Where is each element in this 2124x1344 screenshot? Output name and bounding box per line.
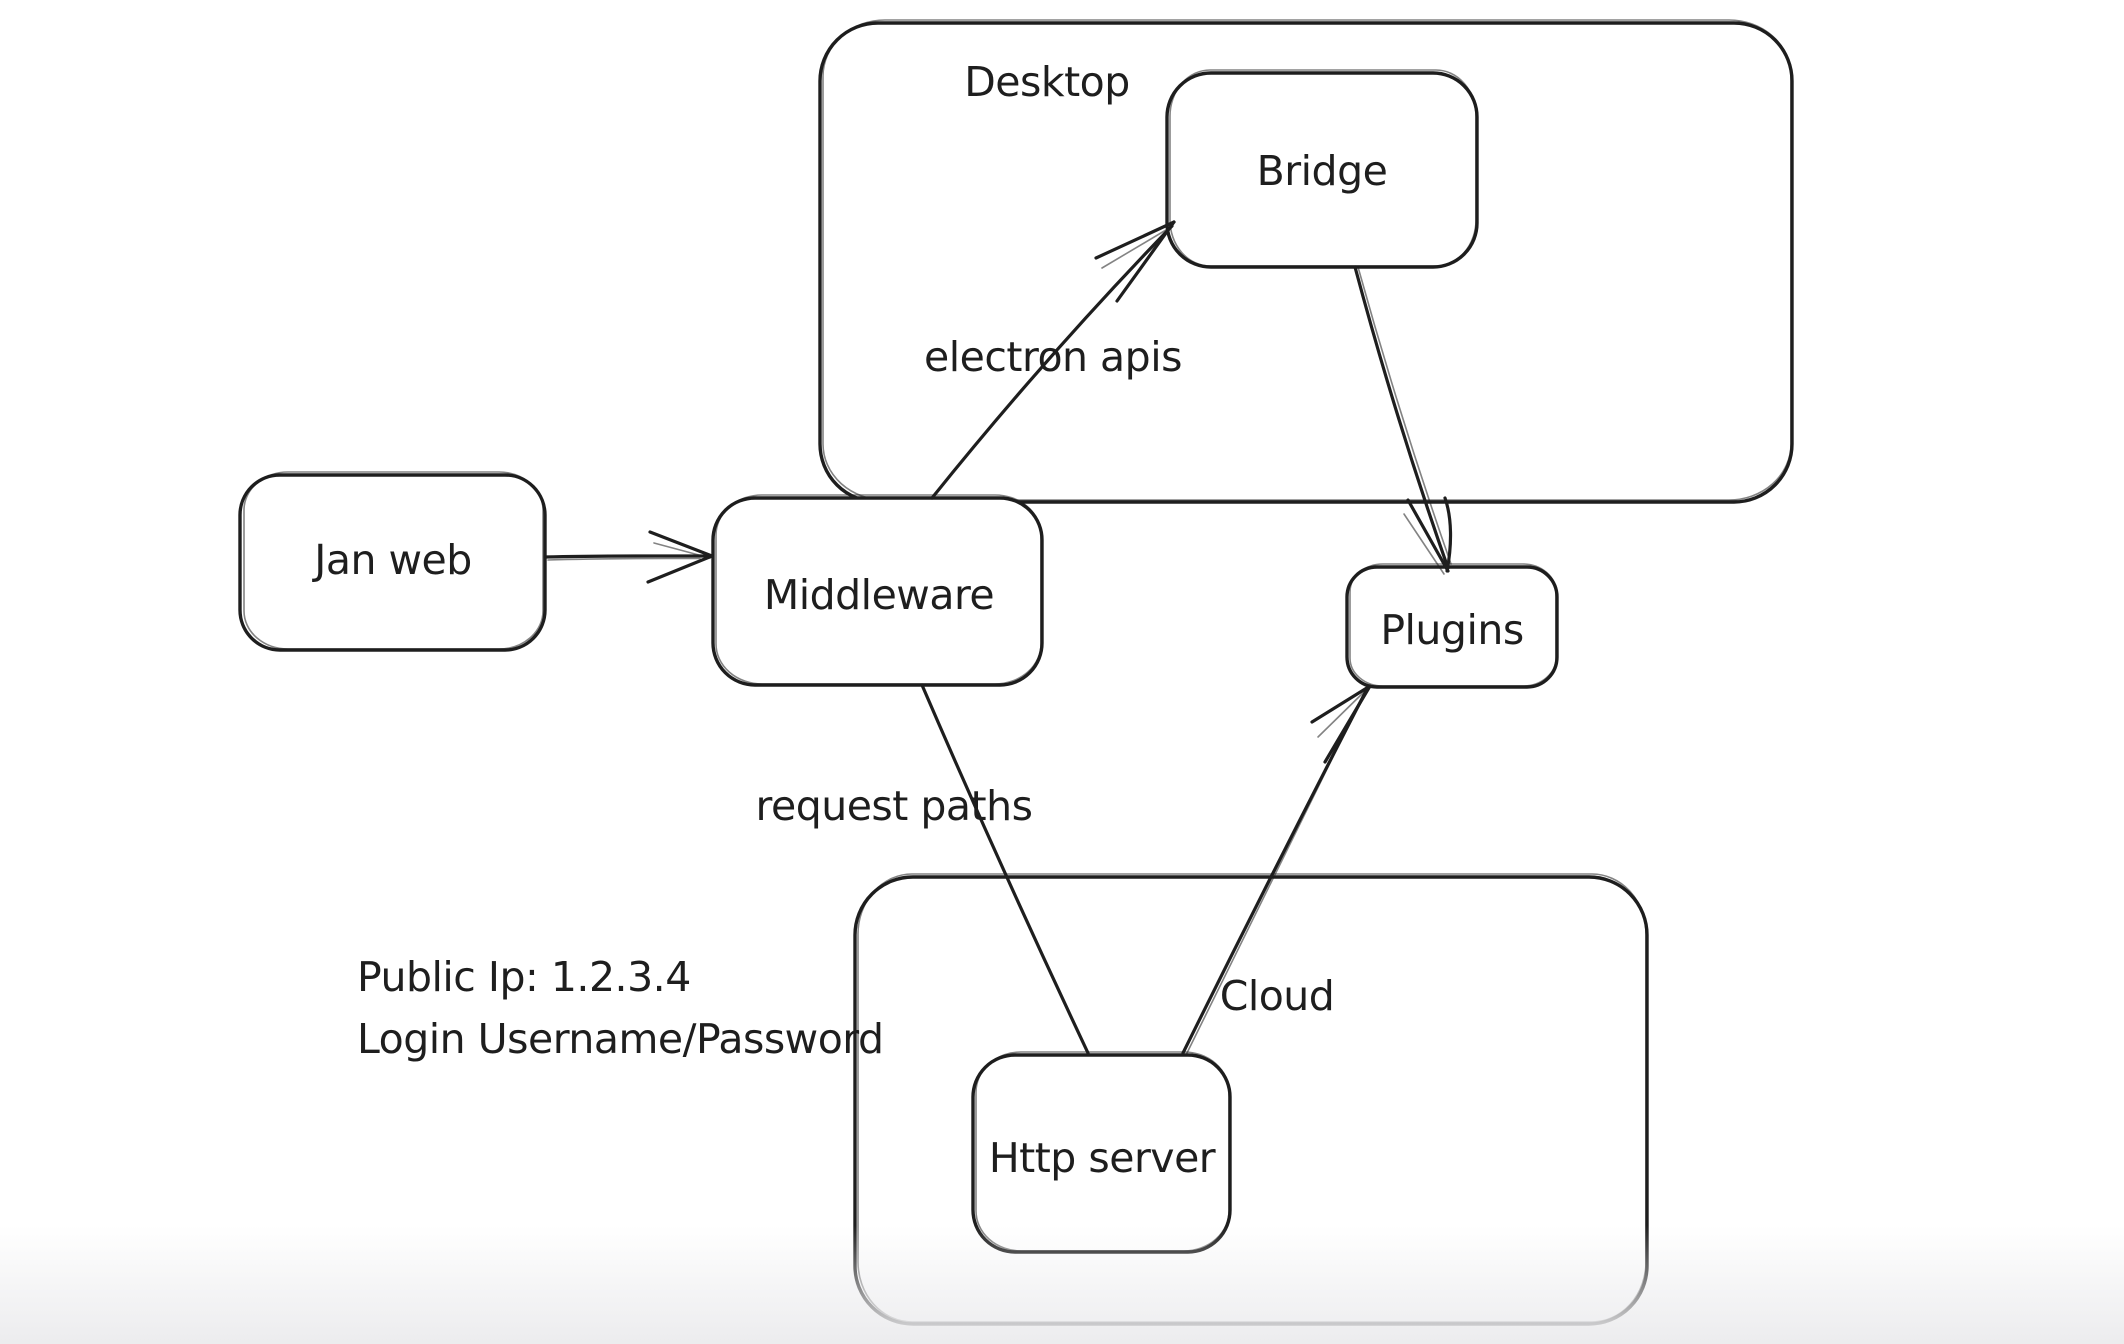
node-jan-web [238,471,547,652]
node-bridge [1165,69,1479,269]
node-middleware [711,494,1044,687]
edge-middleware-httpserver [920,683,1090,1055]
arrowhead-into-middleware [646,530,714,584]
node-label-middleware: Middleware [764,571,994,619]
annotation-login-credentials: Login Username/Password [357,1015,883,1063]
edge-middleware-bridge [930,220,1176,500]
edge-janweb-middleware [543,530,714,584]
edge-label-request-paths: request paths [756,782,1033,830]
container-label-cloud: Cloud [1220,972,1335,1020]
edge-httpserver-plugins [1181,684,1372,1056]
node-http-server [971,1051,1232,1254]
container-label-desktop: Desktop [964,58,1130,106]
edge-bridge-plugins [1353,265,1453,575]
arrowhead-into-plugins-bottom [1310,684,1372,764]
annotation-public-ip: Public Ip: 1.2.3.4 [357,953,691,1001]
arrowhead-into-plugins-top [1403,496,1453,575]
arrowhead-into-bridge [1094,220,1176,303]
node-label-jan-web: Jan web [311,536,472,584]
node-label-bridge: Bridge [1257,147,1388,195]
edge-label-electron-apis: electron apis [924,333,1182,381]
node-plugins [1345,563,1559,689]
node-label-http-server: Http server [989,1134,1216,1182]
node-label-plugins: Plugins [1380,606,1523,654]
bottom-fade [0,1225,2124,1344]
